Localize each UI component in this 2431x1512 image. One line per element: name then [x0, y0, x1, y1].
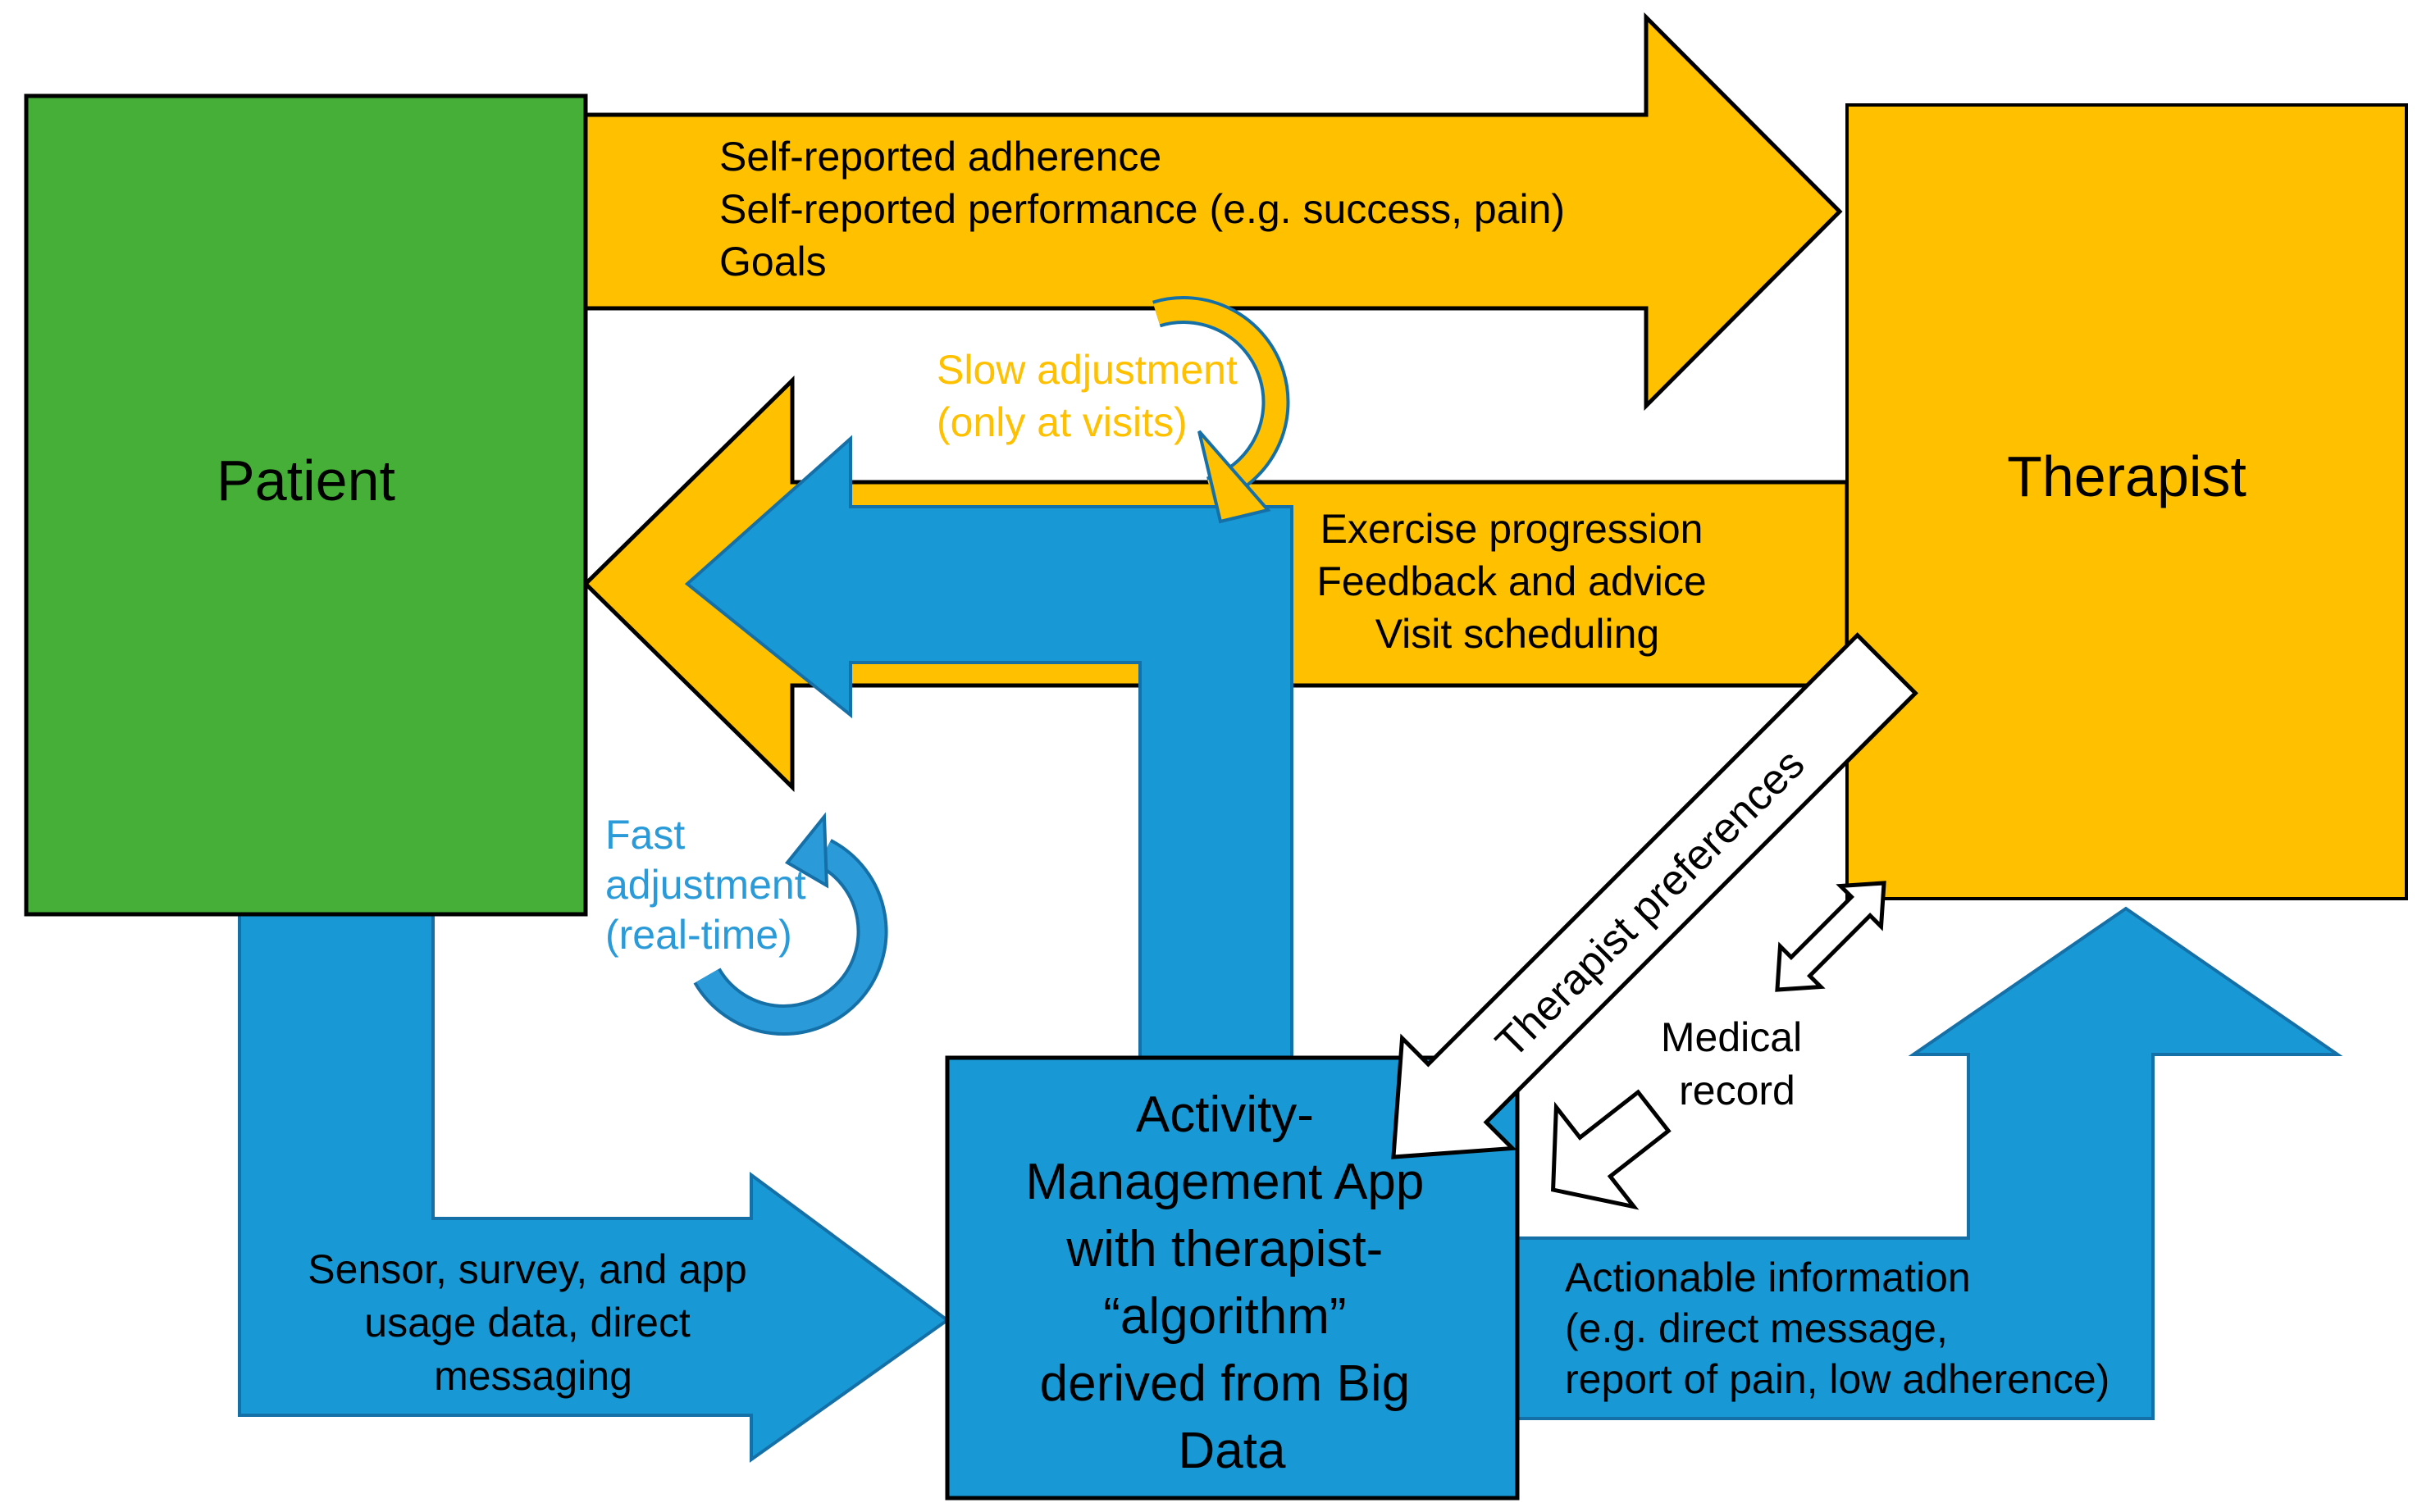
app-to-therapist-arrow	[1516, 906, 2343, 1420]
patient-to-therapist-arrow	[583, 11, 1843, 412]
app-label-line: derived from Big	[1040, 1355, 1410, 1412]
patient-to-app-text: Sensor, survey, and app usage data, dire…	[308, 1246, 758, 1399]
medical-record-label: Medical record	[1661, 1014, 1813, 1114]
therapist-to-patient-text: Exercise progression Feedback and advice…	[1316, 506, 1717, 657]
medical-record-arrow	[1551, 1089, 1672, 1210]
therapist-label: Therapist	[2007, 444, 2246, 508]
slow-adjustment-icon	[1152, 296, 1290, 524]
patient-to-therapist-text: Self-reported adherence Self-reported pe…	[719, 134, 1576, 285]
app-to-therapist-text: Actionable information (e.g. direct mess…	[1565, 1255, 2109, 1402]
medical-record-double-arrow	[1775, 881, 1886, 992]
app-to-patient-arrow	[684, 435, 1293, 1059]
fast-adjustment-label: Fast adjustment (real-time)	[605, 812, 818, 958]
fast-adjustment-icon	[693, 812, 888, 1036]
therapist-box	[1845, 103, 2408, 900]
app-label-line: “algorithm”	[1103, 1288, 1346, 1345]
app-label-line: with therapist-	[1065, 1221, 1383, 1277]
app-label-line: Management App	[1025, 1154, 1424, 1210]
app-label-line: Activity-	[1136, 1086, 1314, 1143]
app-label-line: Data	[1179, 1423, 1286, 1479]
patient-to-app-arrow	[238, 909, 951, 1463]
slow-adjustment-label: Slow adjustment (only at visits)	[937, 347, 1249, 445]
patient-label: Patient	[217, 449, 395, 512]
patient-box	[24, 93, 588, 917]
app-label: Activity- Management App with therapist-…	[1025, 1086, 1438, 1479]
